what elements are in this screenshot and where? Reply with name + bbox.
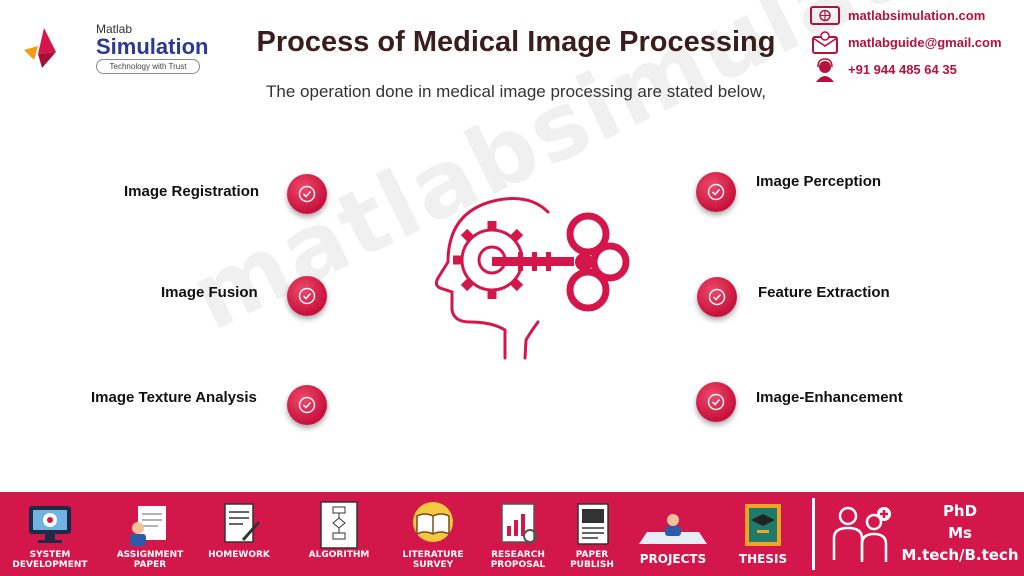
projects-icon <box>639 514 707 544</box>
globe-icon <box>810 6 840 25</box>
degree-list: PhD Ms M.tech/B.tech <box>896 500 1024 566</box>
nav-label: ALGORITHM <box>308 550 370 560</box>
nav-thesis[interactable]: THESIS <box>728 492 798 576</box>
nav-system-development[interactable]: SYSTEM DEVELOPMENT <box>10 492 90 576</box>
logo-small-text: Matlab <box>96 22 133 36</box>
contact-email-row[interactable]: matlabguide@gmail.com <box>808 31 1022 58</box>
degree-mtech-btech: M.tech/B.tech <box>901 546 1019 564</box>
operation-image-fusion: Image Fusion <box>161 284 258 301</box>
contact-website[interactable]: matlabsimulation.com <box>848 8 986 23</box>
thesis-icon <box>745 504 781 546</box>
monitor-gear-icon <box>29 506 71 543</box>
research-chart-icon <box>501 503 537 543</box>
contact-website-row[interactable]: matlabsimulation.com <box>808 4 1022 31</box>
contact-email[interactable]: matlabguide@gmail.com <box>848 35 1002 50</box>
nav-label: HOMEWORK <box>208 550 270 560</box>
check-icon <box>708 288 726 306</box>
degree-phd: PhD <box>942 502 978 520</box>
logo-mark-icon <box>24 28 56 68</box>
support-agent-icon <box>816 58 834 82</box>
email-icon <box>812 31 838 54</box>
homework-icon <box>224 503 261 543</box>
page-title: Process of Medical Image Processing <box>256 26 776 58</box>
nav-label: ASSIGNMENT PAPER <box>116 550 184 570</box>
contact-phone[interactable]: +91 944 485 64 35 <box>848 62 957 77</box>
flowchart-icon <box>320 501 358 549</box>
nav-label: THESIS <box>738 552 788 566</box>
services-bar: SYSTEM DEVELOPMENT ASSIGNMENT PAPER HOME… <box>0 492 1024 576</box>
check-circle-image-texture-analysis <box>287 385 327 425</box>
check-circle-image-fusion <box>287 276 327 316</box>
brand-logo[interactable]: Matlab Simulation Technology with Trust <box>20 20 208 78</box>
nav-projects[interactable]: PROJECTS <box>628 492 718 576</box>
book-icon <box>413 502 453 542</box>
check-icon <box>298 396 316 414</box>
check-circle-feature-extraction <box>697 277 737 317</box>
check-circle-image-registration <box>287 174 327 214</box>
check-circle-image-enhancement <box>696 382 736 422</box>
operation-image-perception: Image Perception <box>756 173 882 190</box>
check-circle-image-perception <box>696 172 736 212</box>
page-subtitle: The operation done in medical image proc… <box>266 82 766 101</box>
operation-image-enhancement: Image-Enhancement <box>756 389 903 406</box>
check-icon <box>298 185 316 203</box>
footer-divider <box>812 498 815 570</box>
logo-brand-name: Simulation <box>96 34 209 59</box>
publish-icon <box>577 503 609 545</box>
operation-image-texture-analysis: Image Texture Analysis <box>91 389 257 406</box>
check-icon <box>298 287 316 305</box>
nav-homework[interactable]: HOMEWORK <box>200 492 278 576</box>
nav-label: SYSTEM DEVELOPMENT <box>12 550 88 570</box>
assignment-icon <box>130 506 166 546</box>
head-gear-key-icon <box>434 197 630 360</box>
nav-research-proposal[interactable]: RESEARCH PROPOSAL <box>480 492 556 576</box>
nav-label: PROJECTS <box>639 552 707 566</box>
logo-tagline: Technology with Trust <box>96 59 200 74</box>
nav-paper-publish[interactable]: PAPER PUBLISH <box>560 492 624 576</box>
doctor-team-icon <box>832 506 891 562</box>
check-icon <box>707 183 725 201</box>
check-icon <box>707 393 725 411</box>
nav-literature-survey[interactable]: LITERATURE SURVEY <box>390 492 476 576</box>
degree-ms: Ms <box>948 524 972 542</box>
nav-algorithm[interactable]: ALGORITHM <box>300 492 378 576</box>
operation-feature-extraction: Feature Extraction <box>758 284 890 301</box>
nav-label: PAPER PUBLISH <box>570 550 614 570</box>
operation-image-registration: Image Registration <box>124 183 260 200</box>
contact-phone-row[interactable]: +91 944 485 64 35 <box>808 58 1022 85</box>
nav-label: LITERATURE SURVEY <box>402 550 464 570</box>
contact-block: matlabsimulation.com matlabguide@gmail.c… <box>808 4 1022 85</box>
nav-assignment-paper[interactable]: ASSIGNMENT PAPER <box>110 492 190 576</box>
nav-label: RESEARCH PROPOSAL <box>490 550 546 570</box>
